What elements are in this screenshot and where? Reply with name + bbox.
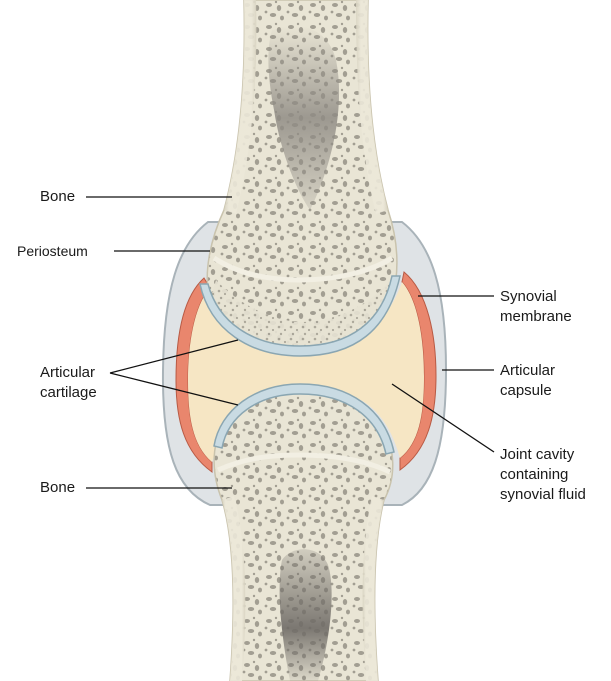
label-joint-cavity: Joint cavity containing synovial fluid	[500, 445, 586, 505]
label-synovial-membrane-line2: membrane	[500, 308, 572, 325]
label-periosteum: Periosteum	[17, 243, 88, 259]
upper-articular-cartilage	[199, 275, 401, 357]
label-articular-cartilage: Articular cartilage	[40, 363, 97, 403]
label-joint-cavity-line3: synovial fluid	[500, 486, 586, 503]
label-joint-cavity-line1: Joint cavity	[500, 446, 575, 463]
leader-cartilage-upper	[109, 339, 239, 374]
label-bone-bottom: Bone	[40, 479, 76, 496]
label-articular-cartilage-line2: cartilage	[40, 384, 97, 401]
upper-marrow-cavity	[268, 25, 340, 210]
label-articular-capsule-line2: capsule	[500, 382, 552, 399]
leader-joint-cavity	[391, 383, 495, 453]
label-bone-top: Bone	[40, 188, 76, 205]
label-articular-cartilage-line1: Articular	[40, 364, 96, 381]
label-joint-cavity-line2: containing	[500, 466, 569, 483]
joint-cavity	[188, 282, 424, 462]
leader-cartilage-lower	[109, 372, 239, 406]
label-articular-capsule: Articular capsule	[500, 361, 555, 401]
label-synovial-membrane-line1: Synovial	[500, 288, 557, 305]
label-synovial-membrane: Synovial membrane	[500, 287, 572, 327]
lower-articular-cartilage	[213, 383, 395, 455]
lower-marrow-cavity	[279, 549, 332, 681]
leader-lines	[86, 196, 495, 489]
label-articular-capsule-line1: Articular	[500, 362, 556, 379]
